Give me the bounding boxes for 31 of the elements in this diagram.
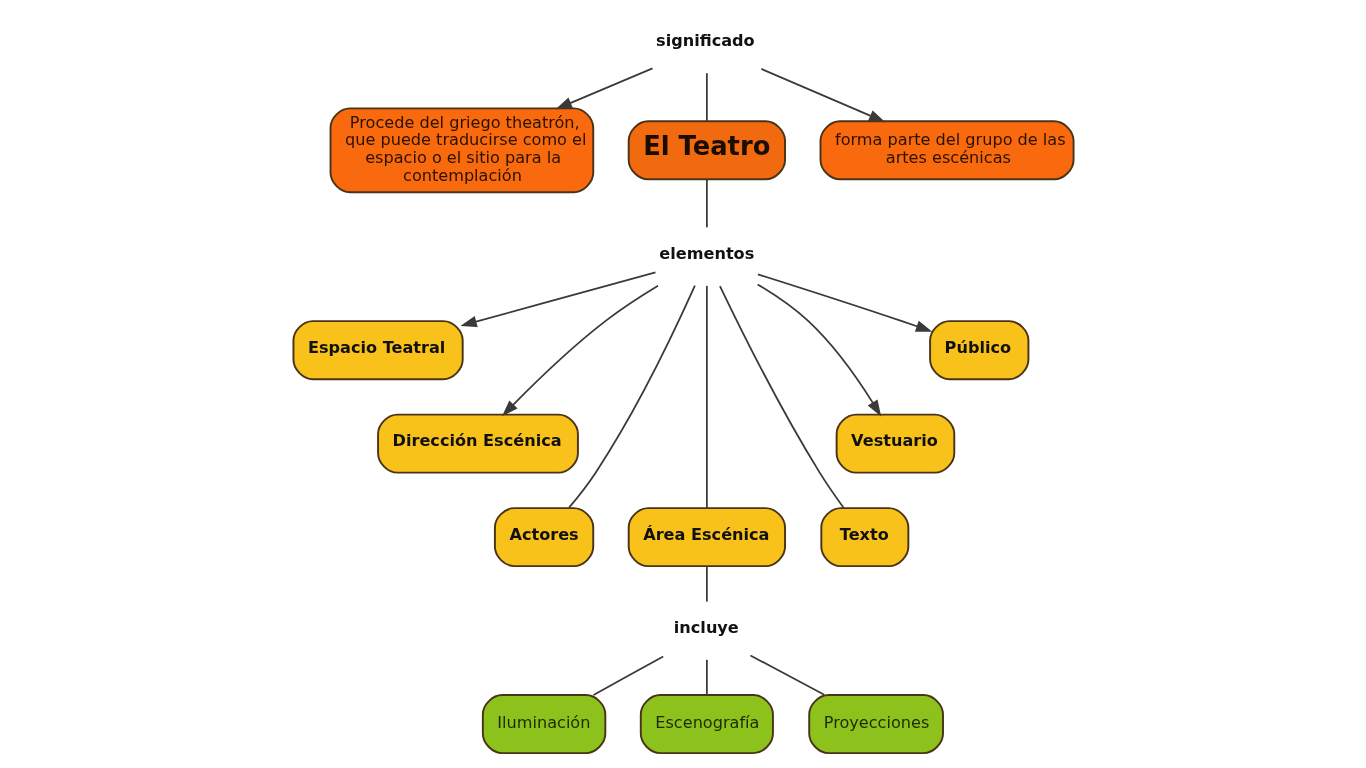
- node-box: Dirección Escénica: [376, 413, 579, 474]
- node-text: incluye: [673, 618, 739, 638]
- connector: [705, 72, 708, 122]
- node-box: Público: [928, 320, 1029, 381]
- connector: [749, 654, 825, 696]
- node-box: forma parte del grupo de las artes escénicas: [819, 120, 1074, 181]
- node-box: Proyecciones: [807, 694, 944, 755]
- arrow: [756, 283, 881, 417]
- node-text: significado: [655, 31, 755, 51]
- connector: [592, 655, 664, 696]
- connector: [705, 178, 708, 229]
- connector: [567, 284, 696, 509]
- node-box: Área Escénica: [627, 507, 786, 568]
- node-box: Vestuario: [835, 413, 955, 474]
- arrow: [555, 67, 653, 110]
- node-text: elementos: [658, 244, 754, 264]
- node-box: Iluminación: [481, 694, 606, 755]
- arrow: [756, 273, 932, 332]
- node-box: Espacio Teatral: [292, 320, 464, 381]
- node-box: Texto: [819, 507, 909, 568]
- arrow: [459, 271, 656, 328]
- connector: [718, 285, 845, 509]
- connector: [705, 658, 708, 696]
- node-box: Actores: [493, 507, 594, 568]
- arrow: [501, 284, 659, 417]
- connector: [705, 285, 708, 509]
- node-box: Escenografía: [639, 694, 774, 755]
- connector: [705, 565, 708, 603]
- node-box: El Teatro: [627, 120, 786, 181]
- arrow: [760, 68, 885, 123]
- node-box: Procede del griego theatrón, que puede traducirse como el espacio o el sitio para la contemplación: [329, 107, 594, 194]
